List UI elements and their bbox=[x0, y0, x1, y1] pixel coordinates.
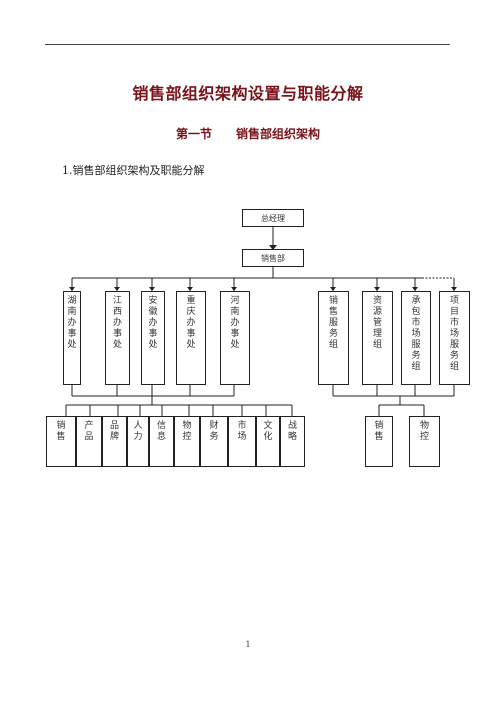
group-label: 项目市场服务组 bbox=[449, 296, 459, 372]
function-label: 人力 bbox=[133, 421, 143, 442]
office-label: 江西办事处 bbox=[112, 296, 122, 350]
function-label: 财务 bbox=[209, 421, 219, 442]
office-label: 重庆办事处 bbox=[186, 296, 196, 350]
function-box: 人力 bbox=[127, 416, 149, 467]
function-label: 产品 bbox=[84, 421, 94, 442]
function-label: 销售 bbox=[56, 421, 66, 442]
function-box: 财务 bbox=[200, 416, 228, 467]
section-number: 第一节 bbox=[175, 127, 212, 141]
page-number: 1 bbox=[245, 640, 251, 649]
function-box: 产品 bbox=[76, 416, 102, 467]
group-function-box: 物控 bbox=[409, 416, 440, 467]
section-heading: 第一节 销售部组织架构 bbox=[0, 125, 496, 142]
group-label: 承包市场服务组 bbox=[411, 296, 421, 372]
function-box: 信息 bbox=[149, 416, 174, 467]
function-label: 市场 bbox=[237, 421, 247, 442]
function-box: 文化 bbox=[256, 416, 280, 467]
group-label: 资源管理组 bbox=[372, 296, 382, 350]
function-label: 品牌 bbox=[109, 421, 119, 442]
subheading: 1.销售部组织架构及职能分解 bbox=[62, 164, 205, 177]
group-box-resource-mgmt: 资源管理组 bbox=[362, 291, 393, 385]
function-box: 市场 bbox=[228, 416, 256, 467]
header-rule bbox=[45, 44, 450, 45]
office-box-henan: 河南办事处 bbox=[220, 291, 250, 385]
group-box-project-market: 项目市场服务组 bbox=[439, 291, 470, 385]
function-box: 销售 bbox=[46, 416, 76, 467]
office-label: 河南办事处 bbox=[230, 296, 240, 350]
group-box-sales-service: 销售服务组 bbox=[318, 291, 349, 385]
function-box: 物控 bbox=[174, 416, 200, 467]
document-title: 销售部组织架构设置与职能分解 bbox=[132, 84, 364, 103]
office-label: 安徽办事处 bbox=[148, 296, 158, 350]
office-box-hunan: 湖南办事处 bbox=[63, 291, 81, 385]
sales-dept-label: 销售部 bbox=[261, 254, 285, 263]
section-name: 销售部组织架构 bbox=[236, 127, 321, 141]
office-box-jiangxi: 江西办事处 bbox=[105, 291, 130, 385]
gm-box: 总经理 bbox=[242, 209, 304, 227]
function-label: 文化 bbox=[263, 421, 273, 442]
gm-label: 总经理 bbox=[261, 214, 285, 223]
function-label: 战略 bbox=[287, 421, 297, 442]
function-label: 物控 bbox=[182, 421, 192, 442]
group-label: 销售服务组 bbox=[328, 296, 338, 350]
office-label: 湖南办事处 bbox=[67, 296, 77, 350]
office-box-anhui: 安徽办事处 bbox=[141, 291, 165, 385]
group-box-contract-market: 承包市场服务组 bbox=[401, 291, 431, 385]
group-function-label: 物控 bbox=[419, 421, 429, 442]
function-label: 信息 bbox=[156, 421, 166, 442]
sales-dept-box: 销售部 bbox=[242, 249, 304, 267]
function-box: 品牌 bbox=[102, 416, 127, 467]
group-function-label: 销售 bbox=[374, 421, 384, 442]
function-box: 战略 bbox=[280, 416, 305, 467]
group-function-box: 销售 bbox=[365, 416, 393, 467]
office-box-chongqing: 重庆办事处 bbox=[176, 291, 206, 385]
